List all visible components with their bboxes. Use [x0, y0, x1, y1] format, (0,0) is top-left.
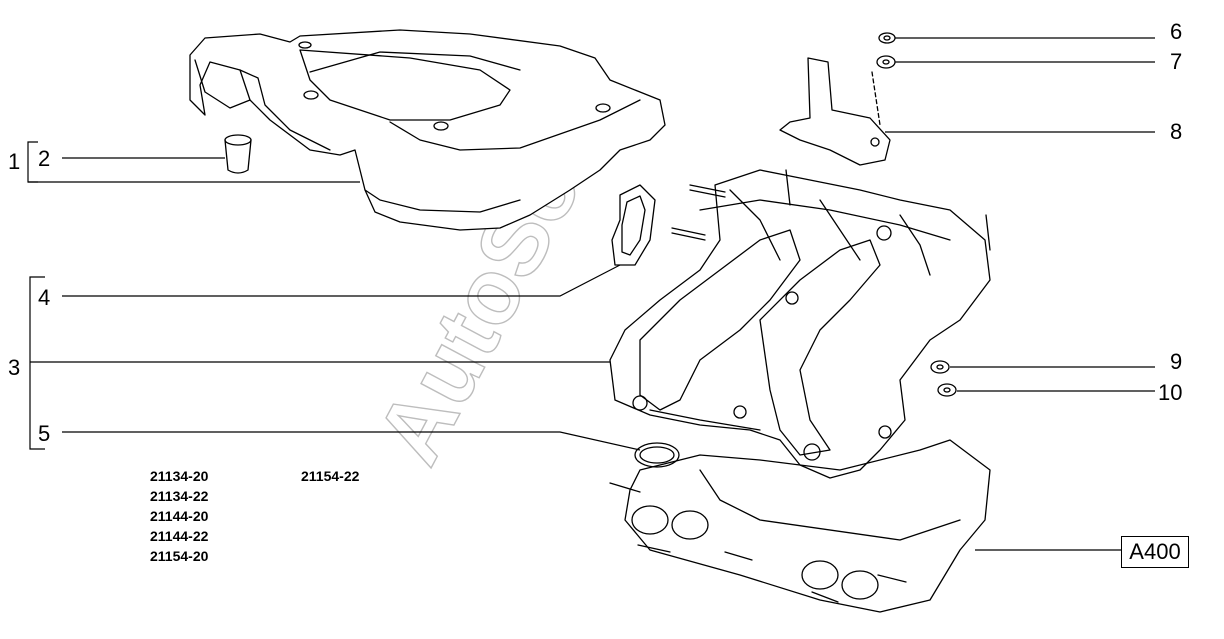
- model-code: 21134-22: [150, 488, 209, 504]
- bracket: [779, 57, 891, 166]
- callout-10: 10: [1158, 380, 1183, 405]
- lower-manifold: [609, 439, 991, 613]
- o-ring-seal: [634, 442, 680, 468]
- model-code: 21154-20: [150, 548, 209, 564]
- callout-4: 4: [38, 285, 51, 310]
- intake-manifold: [609, 169, 991, 479]
- manifold-gasket: [611, 184, 656, 266]
- nut-6: [878, 32, 896, 44]
- model-list-left: 21134-20 21134-22 21144-20 21144-22 2115…: [150, 466, 208, 566]
- model-code: 21154-22: [301, 468, 360, 484]
- bracket-3: [29, 276, 45, 450]
- callout-8: 8: [1170, 119, 1183, 144]
- leader-5: [62, 431, 641, 451]
- rubber-bush: [224, 134, 252, 174]
- model-code: 21144-22: [150, 528, 209, 544]
- callout-3: 3: [8, 355, 21, 380]
- model-list-right: 21154-22: [301, 466, 359, 486]
- leader-lines: [27, 37, 1155, 551]
- nut-9: [930, 360, 950, 374]
- callout-6: 6: [1170, 19, 1183, 44]
- engine-cover: [189, 29, 666, 231]
- washer-10: [937, 383, 957, 397]
- reference-label: A400: [1121, 536, 1189, 568]
- model-code: 21144-20: [150, 508, 209, 524]
- callout-1: 1: [8, 149, 21, 174]
- callout-2: 2: [38, 146, 51, 171]
- bracket-1: [27, 141, 38, 183]
- callout-9: 9: [1170, 349, 1183, 374]
- callout-5: 5: [38, 421, 51, 446]
- model-code: 21134-20: [150, 468, 209, 484]
- leader-4: [62, 264, 621, 297]
- washer-7: [876, 55, 896, 69]
- callout-7: 7: [1170, 49, 1183, 74]
